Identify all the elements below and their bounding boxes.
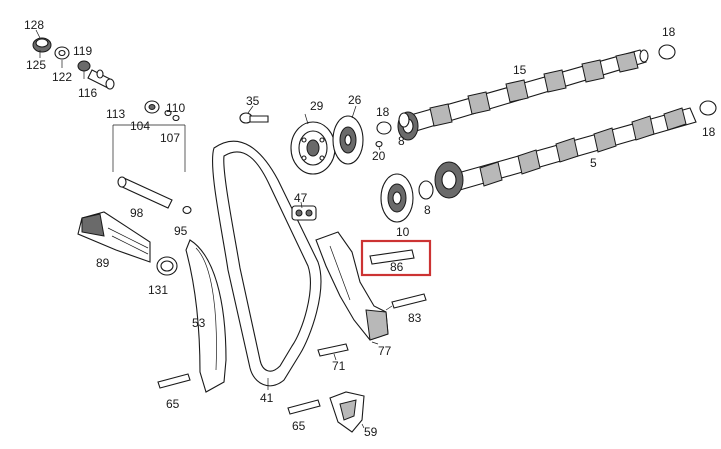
part-89-tensioner <box>77 211 151 263</box>
part-47-chain-link <box>291 205 317 221</box>
part-95-ring <box>182 205 192 215</box>
label-104: 104 <box>130 119 150 133</box>
highlight-box-86 <box>360 239 432 277</box>
label-5: 5 <box>590 156 597 170</box>
label-107: 107 <box>160 131 180 145</box>
label-47: 47 <box>294 191 308 205</box>
part-110-clip <box>164 109 172 117</box>
part-35-bolt <box>239 112 269 124</box>
part-29-sprocket <box>290 121 336 175</box>
part-71-pin <box>317 343 349 357</box>
part-65-pin-center <box>287 399 321 415</box>
part-15-camshaft-upper <box>397 49 649 141</box>
part-18-ring-upper-right <box>658 44 676 60</box>
part-labels: 128 125 119 122 116 113 104 110 107 98 9… <box>24 18 716 439</box>
label-41: 41 <box>260 391 274 405</box>
label-77: 77 <box>378 344 392 358</box>
label-35: 35 <box>246 94 260 108</box>
label-18a: 18 <box>376 105 390 119</box>
label-20: 20 <box>372 149 386 163</box>
part-20-pin <box>375 140 383 148</box>
part-26-sprocket <box>332 115 364 165</box>
label-110: 110 <box>166 101 185 115</box>
label-8b: 8 <box>424 203 431 217</box>
part-53-guide-rail <box>185 239 227 393</box>
part-8-ring-lower <box>418 180 434 200</box>
label-29: 29 <box>310 99 324 113</box>
label-128: 128 <box>24 18 44 32</box>
label-113: 113 <box>106 107 125 121</box>
label-131: 131 <box>148 283 168 297</box>
part-122-seat <box>77 60 91 72</box>
label-8a: 8 <box>398 134 405 148</box>
label-18c: 18 <box>702 125 716 139</box>
label-10: 10 <box>396 225 410 239</box>
label-98: 98 <box>130 206 144 220</box>
label-89: 89 <box>96 256 110 270</box>
part-128-cap <box>32 37 52 53</box>
part-107-clip <box>172 114 180 122</box>
part-116-pin <box>87 69 115 90</box>
part-59-bracket <box>329 391 365 433</box>
leader-lines <box>39 50 393 429</box>
label-122: 122 <box>52 70 72 84</box>
label-125: 125 <box>26 58 46 72</box>
part-18-ring-upper-left <box>376 121 392 135</box>
part-5-camshaft-lower <box>434 107 697 199</box>
label-18b: 18 <box>662 25 676 39</box>
part-86-pin <box>369 249 415 265</box>
part-10-sprocket <box>380 173 414 223</box>
label-53: 53 <box>192 316 206 330</box>
label-26: 26 <box>348 93 362 107</box>
label-83: 83 <box>408 311 422 325</box>
part-83-pin <box>391 293 427 309</box>
label-65b: 65 <box>292 419 306 433</box>
part-8-ring-upper <box>398 112 410 128</box>
part-104-ring <box>144 100 160 114</box>
label-71: 71 <box>332 359 346 373</box>
label-95: 95 <box>174 224 188 238</box>
part-98-pin <box>117 176 173 209</box>
part-77-tensioner-rail <box>315 231 389 341</box>
part-41-timing-chain <box>211 140 322 387</box>
label-116: 116 <box>78 86 97 100</box>
label-119: 119 <box>73 44 92 58</box>
valve-parts-group <box>32 29 192 276</box>
part-18-ring-lower-right <box>699 100 717 116</box>
label-86: 86 <box>390 260 404 274</box>
label-65a: 65 <box>166 397 180 411</box>
part-119-washer <box>54 46 70 60</box>
part-65-pin-left <box>157 373 191 389</box>
part-131-seal <box>156 256 178 276</box>
label-15: 15 <box>513 63 527 77</box>
label-59: 59 <box>364 425 378 439</box>
